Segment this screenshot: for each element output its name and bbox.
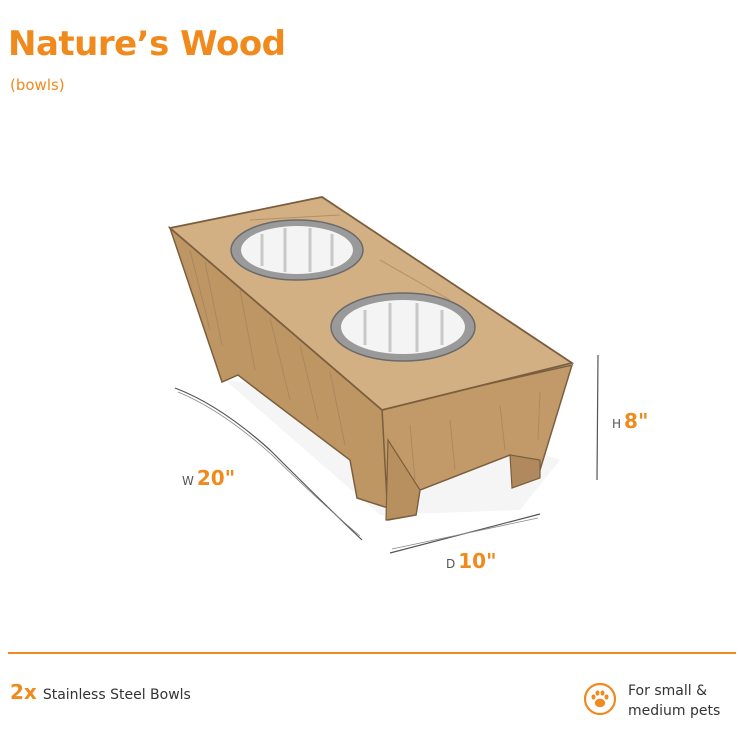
- depth-value: 10": [458, 549, 497, 573]
- right-leg: [509, 454, 541, 489]
- depth-letter: D: [446, 557, 456, 571]
- bowl-back-inner: [241, 226, 353, 274]
- paw-icon: [583, 682, 617, 716]
- height-value: 8": [624, 409, 649, 433]
- pet-size-line-1: For small &: [628, 683, 707, 699]
- footer-divider: [8, 652, 736, 654]
- width-letter: W: [182, 474, 194, 488]
- bowls-label: Stainless Steel Bowls: [42, 687, 191, 703]
- height-letter: H: [612, 417, 622, 431]
- bowls-count: 2x Stainless Steel Bowls: [10, 680, 191, 704]
- pet-size-note: For small & medium pets: [628, 681, 720, 721]
- product-subtitle: (bowls): [10, 76, 65, 94]
- bowls-quantity: 2x: [10, 680, 37, 704]
- bowl-front-inner: [341, 300, 465, 354]
- wood-grain: [189, 214, 541, 481]
- front-leg: [385, 438, 421, 521]
- product-title: Nature’s Wood: [8, 24, 286, 64]
- width-value: 20": [196, 466, 236, 490]
- pet-size-line-2: medium pets: [628, 703, 721, 719]
- height-dimension-line: [596, 354, 599, 481]
